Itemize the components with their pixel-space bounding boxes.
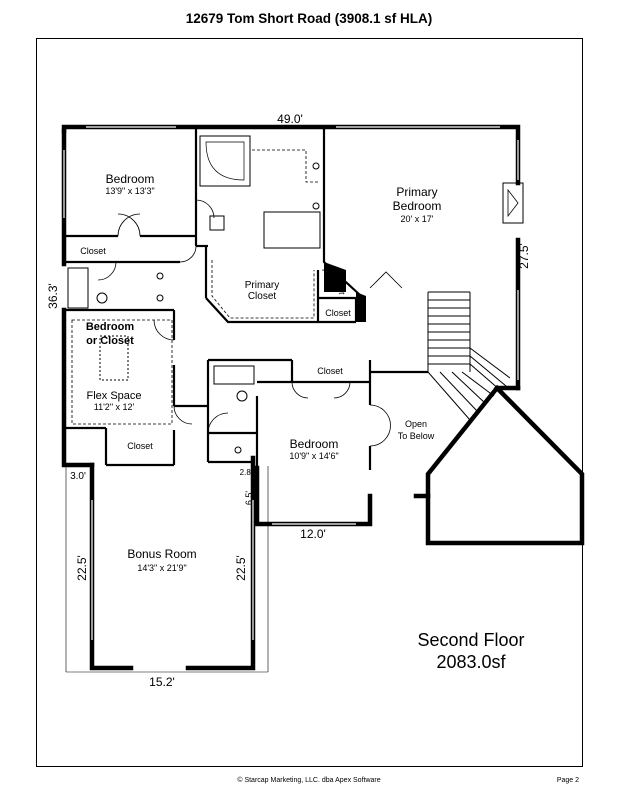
bedroom-center-name: Bedroom (290, 437, 339, 451)
closet-nw-label: Closet (80, 246, 106, 256)
open-to-below-2: To Below (398, 431, 435, 441)
closet-sw-label: Closet (127, 441, 153, 451)
solid-wall-blocks (324, 262, 366, 322)
bonus-room-dims: 14'3" x 21'9" (137, 563, 186, 573)
fixtures (67, 135, 524, 454)
dim-top-width: 49.0' (277, 112, 303, 126)
dim-bonus-bottom: 15.2' (149, 675, 175, 689)
dim-offset-vertical: 6.5' (244, 491, 254, 506)
footer-page-number: Page 2 (556, 777, 579, 784)
primary-closet-name-2: Closet (248, 291, 277, 302)
bedroom-nw-name: Bedroom (106, 172, 155, 186)
primary-bedroom-name-1: Primary (396, 185, 437, 199)
dim-offset-short: 3.0' (70, 471, 86, 482)
primary-bedroom-name-2: Bedroom (393, 199, 442, 213)
dashed-partitions (71, 149, 320, 425)
staircase (427, 291, 511, 421)
dim-bedroom-bottom: 12.0' (300, 527, 326, 541)
closet-center-label: Closet (317, 366, 343, 376)
dim-bonus-right: 22.5' (234, 555, 248, 581)
closet-vertical-label: Closet (337, 272, 346, 295)
window-marks (63, 126, 519, 640)
bonus-room-name: Bonus Room (127, 547, 196, 561)
dim-offset-small: 2.8' (240, 468, 253, 477)
page-title: 12679 Tom Short Road (3908.1 sf HLA) (185, 11, 433, 26)
closet-small-label: Closet (325, 308, 351, 318)
primary-closet-name-1: Primary (245, 280, 279, 291)
floor-summary: Second Floor 2083.0sf (417, 630, 524, 672)
room-labels: Bedroom 13'9" x 13'3" Primary Bedroom 20… (80, 172, 441, 573)
floor-area: 2083.0sf (436, 652, 506, 672)
dim-left-height: 36.3' (46, 283, 60, 309)
footer-credit: © Starcap Marketing, LLC. dba Apex Softw… (237, 777, 381, 784)
bedroom-center-dims: 10'9" x 14'6" (289, 451, 338, 461)
flex-space-dims: 11'2" x 12' (94, 402, 135, 412)
floor-name: Second Floor (417, 630, 524, 650)
dimension-lines (65, 466, 269, 673)
dimension-labels: 49.0' 36.3' 27.5' 12.0' 3.0' 2.8' 6.5' 2… (46, 112, 531, 689)
flex-space-name: Flex Space (86, 390, 141, 402)
open-to-below-1: Open (405, 419, 427, 429)
primary-bedroom-dims: 20' x 17' (401, 214, 434, 224)
bedroom-nw-dims: 13'9" x 13'3" (105, 186, 154, 196)
bedroom-or-closet-2: or Closet (86, 335, 134, 347)
dim-right-height: 27.5' (517, 243, 531, 269)
page-frame (36, 38, 583, 767)
dim-bonus-left: 22.5' (75, 555, 89, 581)
bedroom-or-closet-1: Bedroom (86, 321, 135, 333)
